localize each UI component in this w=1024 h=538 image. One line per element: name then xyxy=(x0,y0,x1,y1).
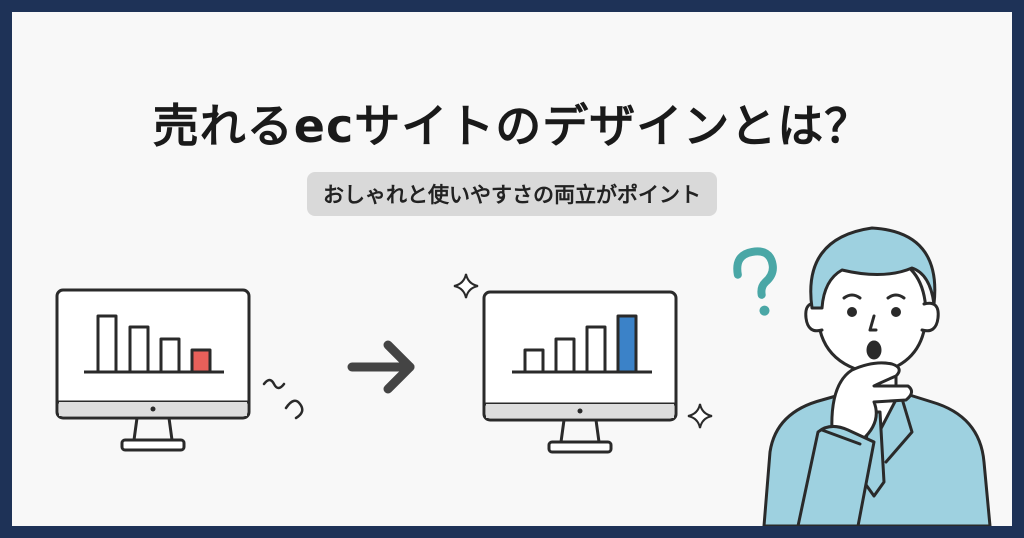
sparkle-icon xyxy=(453,273,479,299)
page-title: 売れるecサイトのデザインとは？ xyxy=(152,99,872,153)
bar-3 xyxy=(159,337,181,374)
bar-1 xyxy=(96,314,118,374)
bar-4 xyxy=(616,314,638,374)
squiggle-icon xyxy=(262,378,304,420)
bar-4 xyxy=(190,348,212,374)
bar-1 xyxy=(523,348,545,374)
banner-frame: 売れるecサイトのデザインとは？ おしゃれと使いやすさの両立がポイント xyxy=(12,12,1012,526)
arrow-right-icon xyxy=(347,340,415,394)
person-illustration xyxy=(762,226,992,526)
monitor-icon-growing xyxy=(482,290,678,454)
bar-2 xyxy=(128,325,150,374)
bar-2 xyxy=(554,337,576,374)
question-mark-icon xyxy=(733,247,777,316)
subtitle-pill: おしゃれと使いやすさの両立がポイント xyxy=(307,172,717,216)
sparkle-icon xyxy=(687,403,713,429)
illustration-scene xyxy=(55,226,992,526)
monitor-icon-declining xyxy=(55,288,251,452)
bar-3 xyxy=(585,325,607,374)
subtitle-wrap: おしゃれと使いやすさの両立がポイント xyxy=(12,172,1012,216)
